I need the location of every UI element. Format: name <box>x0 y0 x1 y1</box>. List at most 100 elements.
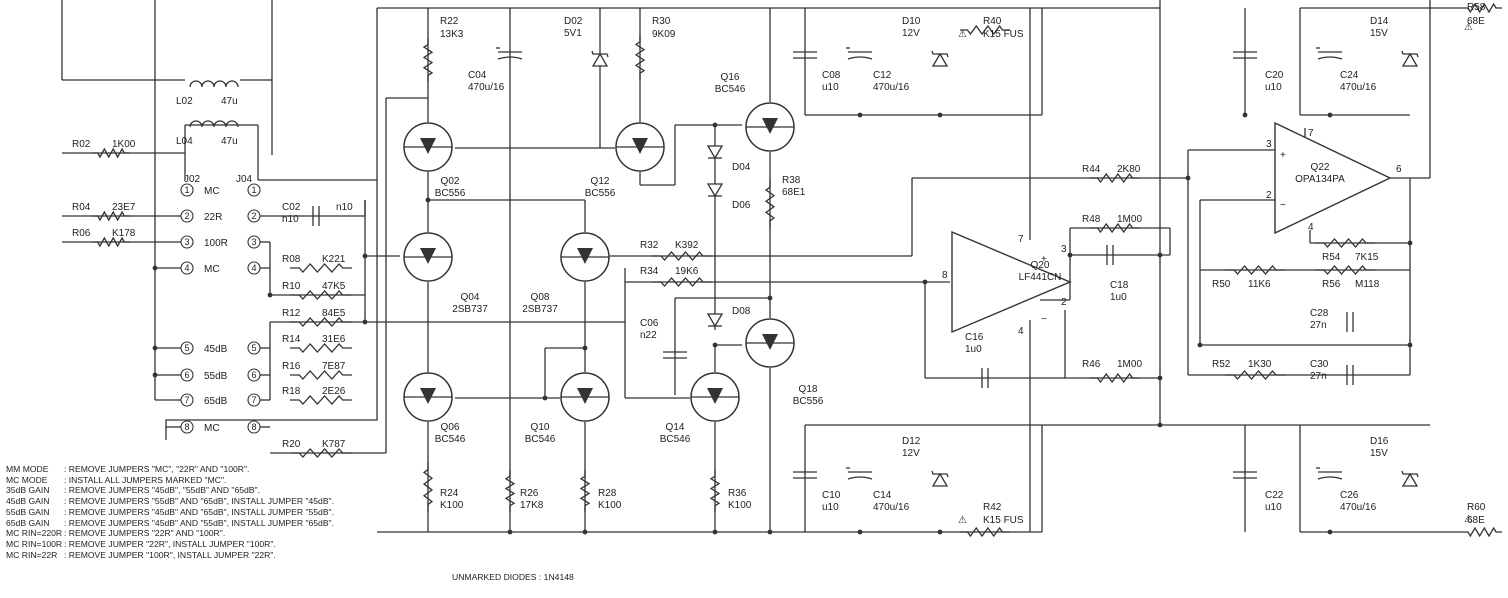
capacitor-c18-value: 1u0 <box>1110 292 1127 303</box>
capacitor-c02 <box>312 206 320 226</box>
resistor-r36-ref: R36 <box>728 488 747 499</box>
jumper-pin-6-right-number: 6 <box>251 370 256 380</box>
opamp-q20-pin-p4: 4 <box>1018 326 1024 337</box>
warning-icon: ⚠ <box>1464 514 1473 525</box>
capacitor-c22-value: u10 <box>1265 502 1282 513</box>
capacitor-c28 <box>1346 312 1354 332</box>
diode-d14-ref: D14 <box>1370 16 1389 27</box>
opamp-q22-pin-plus: + <box>1280 150 1286 161</box>
transistor-q06-ref: Q06 <box>441 422 460 433</box>
resistor-r12-value: 84E5 <box>322 308 346 319</box>
connector-j04-label: J04 <box>236 174 253 185</box>
resistor-r12 <box>290 317 352 327</box>
jumper-pin-7-left <box>180 393 194 407</box>
note-row: MC MODE: INSTALL ALL JUMPERS MARKED "MC"… <box>6 475 334 486</box>
transistor-q12 <box>615 122 665 172</box>
jumper-pin-4-right <box>247 261 261 275</box>
diode-d02 <box>591 50 609 67</box>
resistor-r20 <box>290 448 352 458</box>
resistor-r24-ref: R24 <box>440 488 459 499</box>
opamp-q20-pin-minus: − <box>1041 314 1047 325</box>
resistor-r56-value: M118 <box>1355 279 1380 290</box>
resistor-r02-value: 1K00 <box>112 139 136 150</box>
transistor-q04 <box>403 232 453 282</box>
capacitor-c14-ref: C14 <box>873 490 892 501</box>
transistor-q08-ref: Q08 <box>531 292 550 303</box>
capacitor-c16-value: 1u0 <box>965 344 982 355</box>
capacitor-c04-value: 470u/16 <box>468 82 505 93</box>
resistor-r10-value: 47K5 <box>322 281 346 292</box>
diode-d04 <box>706 145 724 160</box>
capacitor-c18 <box>1106 245 1114 265</box>
transistor-q04-type: 2SB737 <box>452 304 488 315</box>
jumper-pin-8-right-number: 8 <box>251 422 256 432</box>
jumper-pin-8-label: MC <box>204 423 220 434</box>
jumper-pin-2-left-number: 2 <box>184 211 189 221</box>
capacitor-c04 <box>496 47 523 60</box>
capacitor-c10-value: u10 <box>822 502 839 513</box>
capacitor-c10 <box>793 471 817 479</box>
resistor-r44 <box>1090 172 1140 184</box>
transistor-q16 <box>745 102 795 152</box>
resistor-r12-ref: R12 <box>282 308 301 319</box>
jumper-pin-3-label: 100R <box>204 238 228 249</box>
note-mode: MC RIN=220R <box>6 528 63 539</box>
inductor-l04-ref: L04 <box>176 136 193 147</box>
resistor-r56 <box>1315 265 1375 275</box>
resistor-r42-value: K15 FUS <box>983 515 1024 526</box>
jumper-pin-5-left <box>180 341 194 355</box>
transistor-q18-ref: Q18 <box>799 384 818 395</box>
note-row: MC RIN=22R: REMOVE JUMPER "100R", INSTAL… <box>6 550 334 561</box>
resistor-r14-ref: R14 <box>282 334 301 345</box>
transistor-q12-ref: Q12 <box>591 176 610 187</box>
resistor-r22-ref: R22 <box>440 16 459 27</box>
transistor-q02 <box>403 122 453 172</box>
diode-d16-ref: D16 <box>1370 436 1389 447</box>
jumper-pin-7-right <box>247 393 261 407</box>
resistor-r30-ref: R30 <box>652 16 671 27</box>
warning-icon: ⚠ <box>958 515 967 526</box>
resistor-r32-ref: R32 <box>640 240 659 251</box>
jumper-pin-8-left <box>180 420 194 434</box>
resistor-r40-ref: R40 <box>983 16 1002 27</box>
resistor-r20-ref: R20 <box>282 439 301 450</box>
jumper-pin-3-right <box>247 235 261 249</box>
resistor-r28 <box>579 470 591 512</box>
jumper-pin-3-left <box>180 235 194 249</box>
opamp-q22-ref: Q22 <box>1311 162 1330 173</box>
capacitor-c02-value: n10 <box>282 214 299 225</box>
transistor-q10-ref: Q10 <box>531 422 550 433</box>
resistor-r04-ref: R04 <box>72 202 91 213</box>
resistor-r26-ref: R26 <box>520 488 539 499</box>
jumper-pin-5-right-number: 5 <box>251 343 256 353</box>
capacitor-c02-value-right: n10 <box>336 202 353 213</box>
resistor-r34-value: 19K6 <box>675 266 699 277</box>
resistor-r30 <box>634 35 646 80</box>
resistor-r60 <box>1462 526 1502 538</box>
opamp-q20-pin-p8: 8 <box>942 270 948 281</box>
jumper-pin-1-left-number: 1 <box>184 185 189 195</box>
jumper-pin-4-left <box>180 261 194 275</box>
resistor-r08-ref: R08 <box>282 254 301 265</box>
capacitor-c24-value: 470u/16 <box>1340 82 1377 93</box>
note-text: : REMOVE JUMPER "100R", INSTALL JUMPER "… <box>64 549 276 560</box>
capacitor-c30-ref: C30 <box>1310 359 1329 370</box>
jumper-pin-2-right <box>247 209 261 223</box>
note-row: 55dB GAIN: REMOVE JUMPERS "45dB" AND "65… <box>6 507 334 518</box>
resistor-r14-value: 31E6 <box>322 334 346 345</box>
diode-d16-value: 15V <box>1370 448 1388 459</box>
note-text: : REMOVE JUMPERS "45dB" AND "65dB", INST… <box>64 506 334 517</box>
transistor-q14-type: BC546 <box>660 434 691 445</box>
resistor-r10 <box>290 290 352 300</box>
note-mode: MC MODE <box>6 474 48 485</box>
jumper-pin-6-left-number: 6 <box>184 370 189 380</box>
transistor-q14-ref: Q14 <box>666 422 685 433</box>
resistor-r42-ref: R42 <box>983 502 1002 513</box>
capacitor-c16 <box>981 368 989 388</box>
jumper-pin-6-left <box>180 368 194 382</box>
opamp-q22-pin-p7: 7 <box>1308 128 1314 139</box>
diode-d14 <box>1401 50 1419 67</box>
capacitor-c24 <box>1316 47 1343 60</box>
note-text: : REMOVE JUMPERS "45dB", "55dB" AND "65d… <box>64 485 260 496</box>
